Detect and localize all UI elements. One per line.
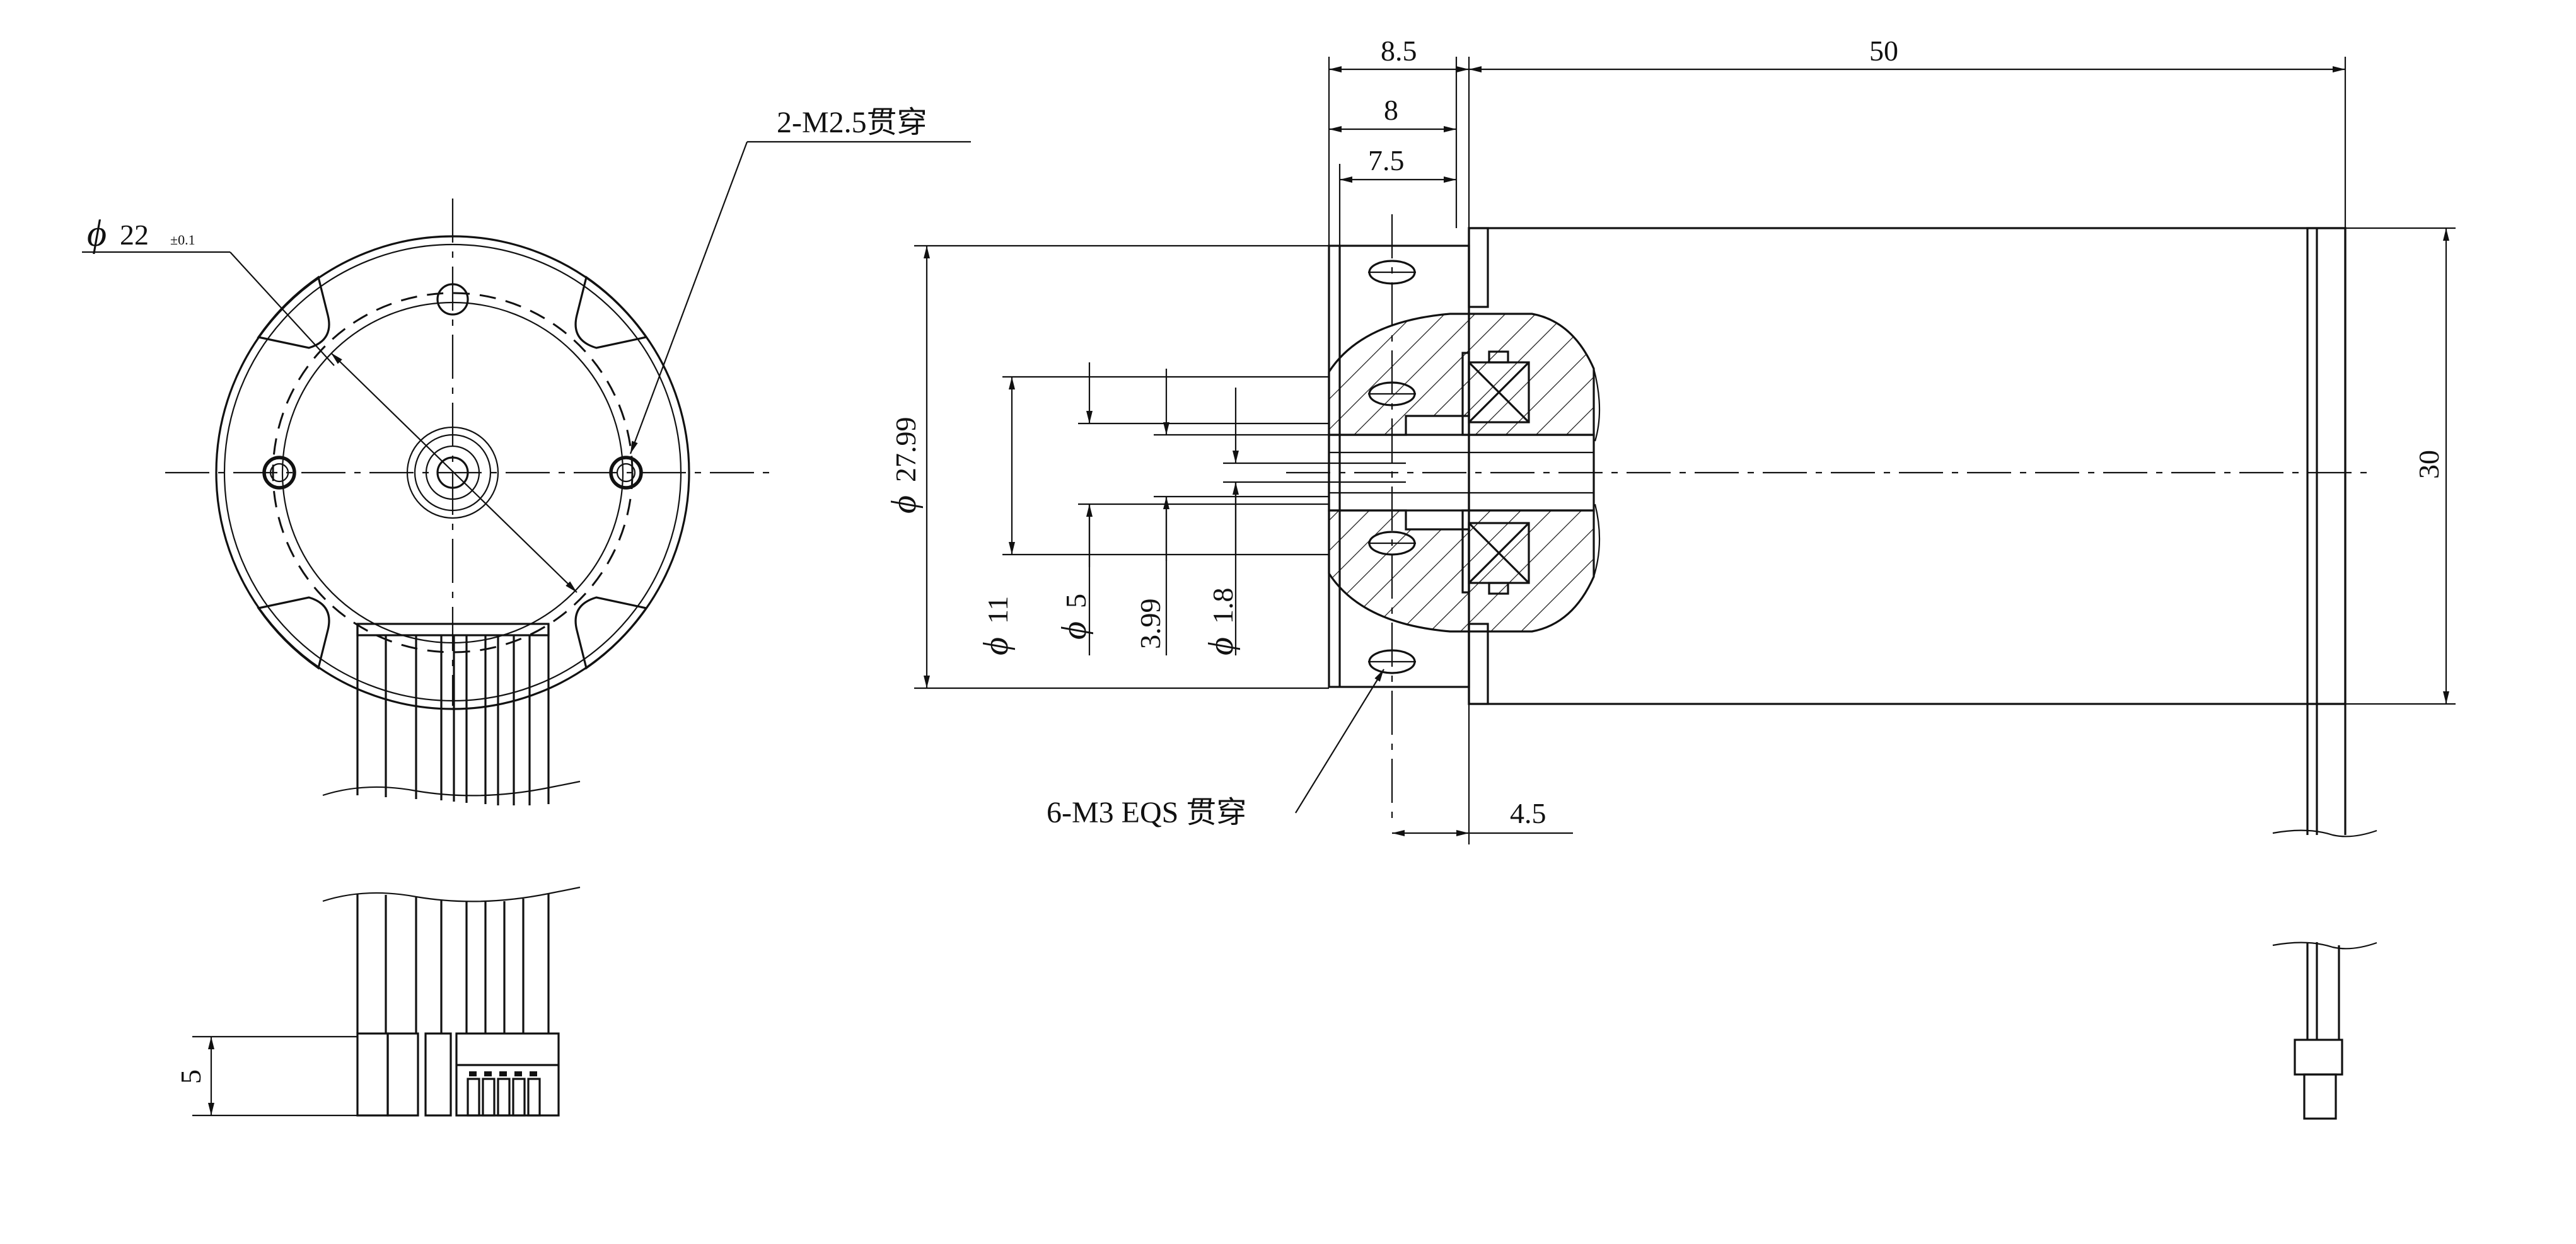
front-left-mount-hole-inner — [269, 463, 289, 483]
front-diameter-dimension: ϕ 22 ±0.1 — [82, 212, 577, 593]
side-rear-cable — [2272, 704, 2377, 1120]
side-body-diameter-value: 30 — [2413, 450, 2445, 479]
side-shaft-diameter-1-value: 3.99 — [1134, 599, 1166, 650]
front-view: ϕ 22 ±0.1 2-M2.5贯穿 5 — [82, 106, 971, 1117]
front-face-circle — [281, 301, 624, 644]
side-body-length-value: 50 — [1869, 35, 1898, 67]
front-outer-inner-circle — [223, 243, 682, 702]
side-bore-diameter-2-value: 5 — [1060, 594, 1092, 608]
side-rear-cap — [2306, 227, 2347, 705]
side-shaft-diameter-1-dimension: 3.99 — [1134, 369, 1329, 655]
front-corner-cutouts — [257, 275, 648, 670]
side-flange-length-3-value: 7.5 — [1368, 144, 1405, 176]
side-flange-diameter-value: 27.99 — [890, 417, 922, 483]
side-flange-length-2-value: 8 — [1384, 94, 1398, 126]
side-bore-diameter-1-symbol: ϕ — [977, 637, 1016, 655]
side-flange-hole-callout: 6-M3 EQS 贯穿 — [1047, 669, 1384, 829]
side-shoulder-length-value: 4.5 — [1510, 797, 1546, 829]
side-flange-holes — [1368, 214, 1416, 826]
side-shaft-diameter-2-value: 1.8 — [1207, 588, 1239, 625]
front-diameter-symbol: ϕ — [87, 212, 107, 254]
front-diameter-value: 22 — [120, 219, 149, 251]
front-connector-height-value: 5 — [175, 1069, 207, 1084]
front-mount-hole-callout: 2-M2.5贯穿 — [629, 106, 971, 454]
front-right-mount-hole-inner — [616, 463, 636, 483]
side-section-hatch-top — [1328, 313, 1595, 436]
side-bore-diameter-2-symbol: ϕ — [1055, 621, 1094, 640]
front-pitch-circle-dashed — [272, 292, 634, 654]
side-flange-diameter-symbol: ϕ — [885, 495, 924, 514]
side-flange-length-dimension-3: 7.5 — [1340, 144, 1456, 183]
front-cable-bundle — [322, 623, 581, 1034]
side-shoulder — [1468, 227, 1489, 308]
front-connectors — [356, 1032, 560, 1117]
front-top-hole — [436, 283, 469, 316]
side-motor-body — [1468, 227, 2347, 705]
side-flange-diameter-dimension: ϕ 27.99 — [885, 245, 1329, 689]
front-mount-hole-note: 2-M2.5贯穿 — [777, 106, 927, 139]
side-flange-hole-note: 6-M3 EQS 贯穿 — [1047, 796, 1246, 829]
front-outer-circle — [215, 235, 690, 710]
side-flange-length-dimension-1: 8.5 — [1329, 35, 1469, 72]
side-body-diameter-dimension: 30 — [2345, 227, 2456, 705]
front-diameter-tolerance: ±0.1 — [170, 232, 195, 248]
front-connector-height-dimension: 5 — [175, 1035, 357, 1117]
side-view: 8.5 50 8 7.5 ϕ 27.99 30 — [885, 35, 2456, 1120]
side-shaft-diameter-2-symbol: ϕ — [1202, 637, 1241, 655]
side-flange-length-dimension-2: 8 — [1329, 94, 1456, 132]
front-right-mount-hole — [609, 456, 643, 490]
side-shaft-diameter-2-dimension: ϕ 1.8 — [1202, 388, 1329, 655]
front-left-mount-hole — [262, 456, 296, 490]
side-shoulder-length-dimension: 4.5 — [1392, 704, 1573, 844]
side-bearings — [1468, 350, 1530, 595]
side-section-hatch-bottom — [1328, 509, 1595, 633]
side-flange-length-1-value: 8.5 — [1381, 35, 1417, 67]
side-bore-diameter-2-dimension: ϕ 5 — [1055, 362, 1329, 655]
side-bore-diameter-1-value: 11 — [982, 596, 1014, 624]
side-body-length-dimension: 50 — [1469, 35, 2345, 72]
